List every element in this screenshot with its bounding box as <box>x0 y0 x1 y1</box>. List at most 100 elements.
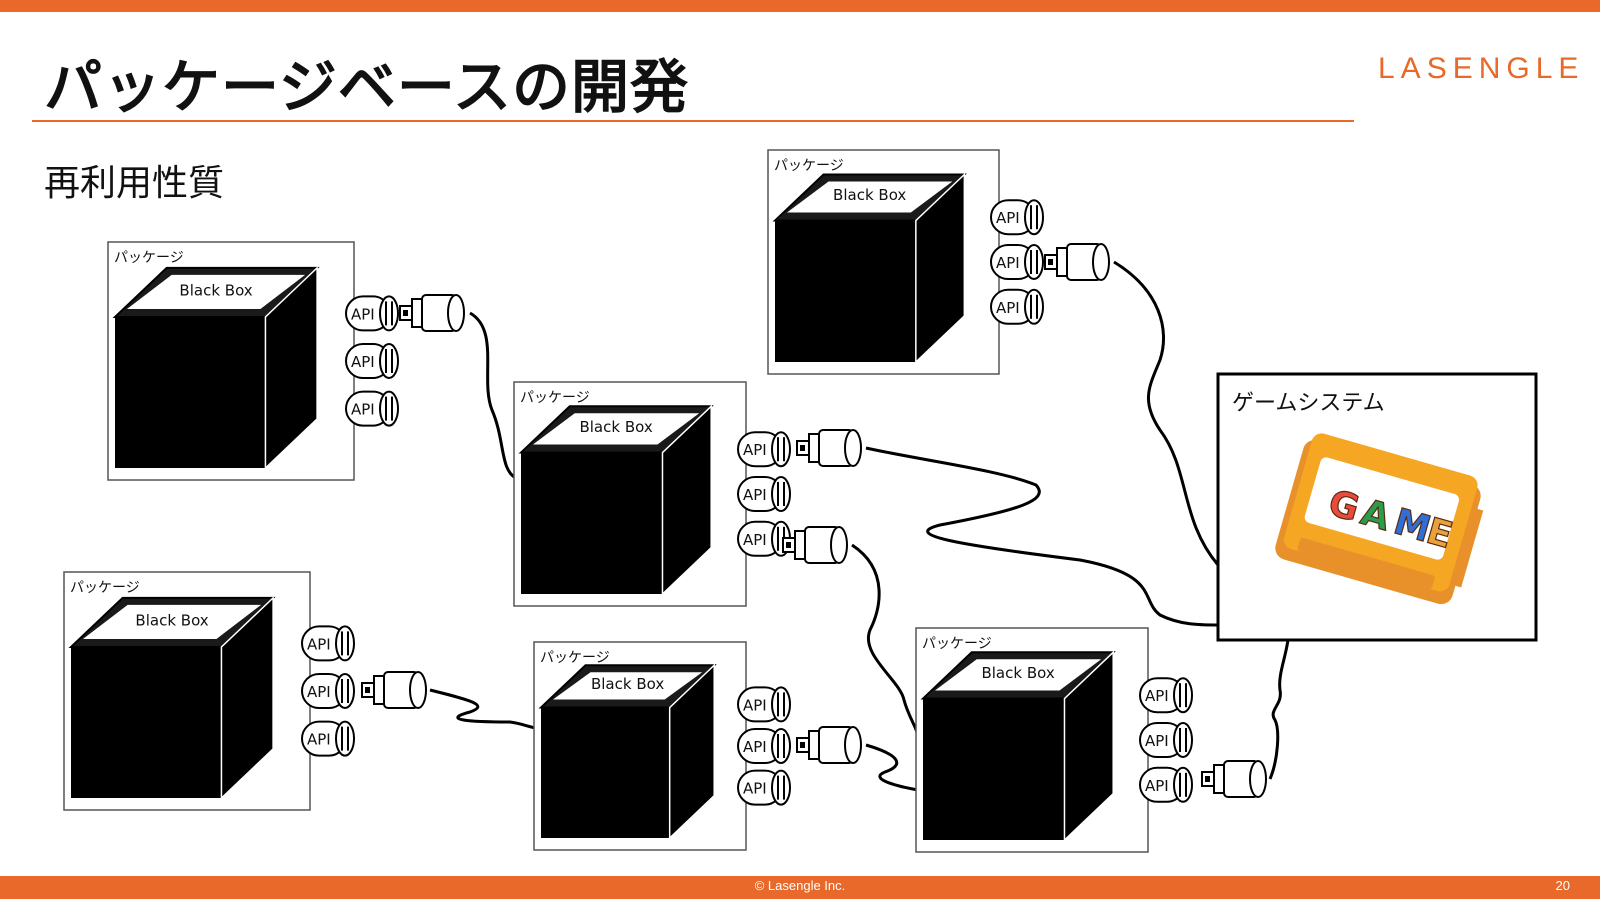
api-label: API <box>1145 687 1169 705</box>
cable-plug <box>796 726 862 764</box>
api-socket-face <box>1173 677 1193 714</box>
black-box-label: Black Box <box>591 675 664 693</box>
cube-label-plate <box>787 181 953 213</box>
plug-end <box>844 726 862 764</box>
cable-5 <box>429 688 539 730</box>
cube-front <box>541 707 670 838</box>
black-box-label: Black Box <box>579 418 652 436</box>
top-accent-bar <box>0 0 1600 12</box>
cartridge-grip <box>1297 538 1435 589</box>
plug-end <box>1092 243 1110 281</box>
cable-plug <box>796 429 862 467</box>
plug-end <box>844 429 862 467</box>
black-box-label: Black Box <box>981 664 1054 682</box>
slide-title: パッケージベースの開発 <box>44 53 689 121</box>
api-socket-face <box>1173 722 1193 758</box>
plug-end <box>1249 760 1267 798</box>
brand-logo: LASENGLE <box>1378 52 1585 85</box>
cube-label-plate <box>127 274 306 309</box>
api-label: API <box>307 635 331 653</box>
package-label: パッケージ <box>774 158 844 174</box>
api-label: API <box>1145 777 1169 795</box>
api-socket-face <box>771 686 791 723</box>
api-socket-face <box>1024 199 1044 236</box>
copyright-text: © Lasengle Inc. <box>754 878 846 893</box>
cable-1 <box>469 311 517 480</box>
api-socket-face <box>771 431 791 468</box>
api-label: API <box>996 254 1020 272</box>
cube-front <box>923 698 1065 840</box>
api-label: API <box>1145 732 1169 750</box>
cube-side <box>220 596 274 800</box>
black-box-label: Black Box <box>179 281 252 299</box>
api-socket-face <box>379 390 399 427</box>
cable-7 <box>1268 639 1290 780</box>
api-label: API <box>351 401 375 419</box>
cable-plug <box>1044 243 1110 281</box>
title-underline <box>32 120 1354 122</box>
cable-2 <box>1113 260 1220 566</box>
cable-6 <box>865 743 919 792</box>
plug-collar <box>1056 247 1068 277</box>
cartridge-label <box>1304 457 1460 560</box>
package-label: パッケージ <box>70 580 140 596</box>
api-label: API <box>743 531 767 549</box>
api-label: API <box>351 305 375 323</box>
cube-front <box>521 452 663 594</box>
cable-plug <box>399 294 465 332</box>
package-label: パッケージ <box>114 250 184 266</box>
api-label: API <box>996 209 1020 227</box>
cable-3 <box>865 446 1219 627</box>
api-socket-face <box>379 343 399 379</box>
api-socket-face <box>1024 244 1044 280</box>
black-box-label: Black Box <box>135 611 208 629</box>
cube-side <box>668 663 715 840</box>
package-label: パッケージ <box>922 636 992 652</box>
plug-end <box>447 294 465 332</box>
api-socket-face <box>379 295 399 332</box>
cable-plug <box>361 671 427 709</box>
plug-collar <box>411 298 423 328</box>
api-label: API <box>996 299 1020 317</box>
plug-collar <box>1213 764 1225 794</box>
api-socket-face <box>771 728 791 764</box>
package-label: パッケージ <box>540 650 610 666</box>
api-label: API <box>307 731 331 749</box>
cube-front <box>71 646 222 798</box>
game-system-label: ゲームシステム <box>1232 391 1385 416</box>
cube-label-plate <box>83 604 262 639</box>
cable-layer <box>429 260 1290 792</box>
api-socket-face <box>335 625 355 662</box>
cube-side <box>661 404 712 596</box>
plug-collar <box>794 530 806 560</box>
api-socket-face <box>335 720 355 757</box>
cube-label-plate <box>553 672 703 700</box>
cube-side <box>915 172 966 364</box>
black-box-label: Black Box <box>833 186 906 204</box>
plug-collar <box>808 433 820 463</box>
api-label: API <box>351 353 375 371</box>
cable-plug <box>1201 760 1267 798</box>
plug-layer <box>361 243 1267 798</box>
api-label: API <box>743 696 767 714</box>
plug-end <box>830 526 848 564</box>
slide-subtitle: 再利用性質 <box>44 163 225 204</box>
cube-label-plate <box>935 659 1102 691</box>
plug-end <box>409 671 427 709</box>
cube-side <box>1063 650 1114 842</box>
package-label: パッケージ <box>520 390 590 406</box>
api-label: API <box>743 780 767 798</box>
cube-front <box>115 316 266 468</box>
cartridge-edge <box>1449 507 1484 588</box>
api-label: API <box>743 441 767 459</box>
api-socket-face <box>771 476 791 512</box>
